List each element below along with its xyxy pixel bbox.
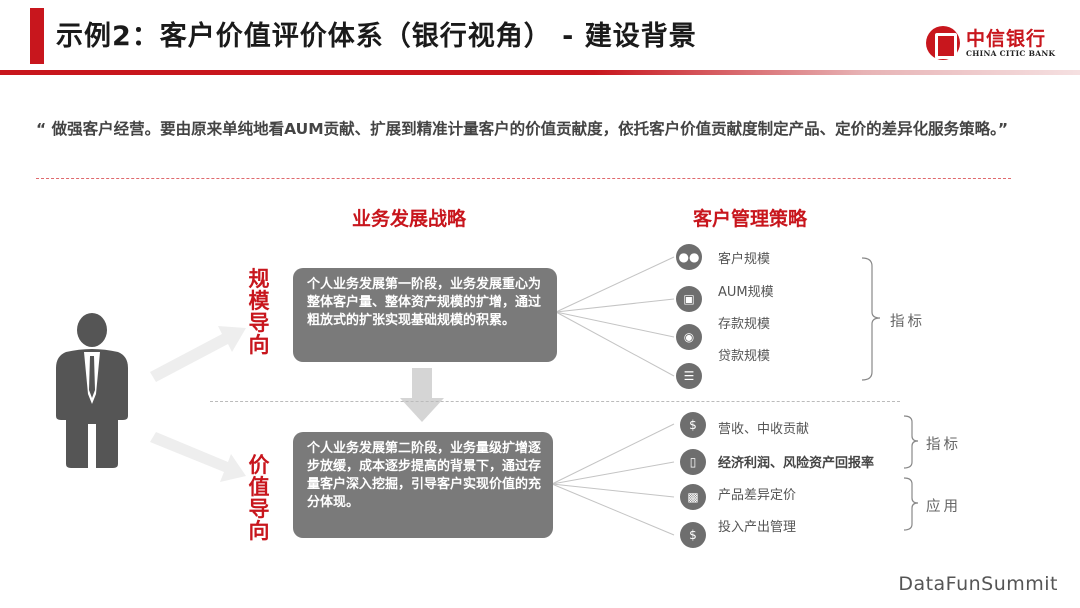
stage-divider (210, 401, 900, 402)
money-bag-icon: $ (680, 412, 706, 438)
strategy-quote: “ 做强客户经营。要由原来单纯地看AUM贡献、扩展到精准计量客户的价值贡献度，依… (36, 120, 1009, 138)
fan-lines-scale (555, 256, 675, 377)
value-orientation-label: 价 值 导 向 (246, 454, 272, 542)
header-divider (0, 70, 1080, 75)
metric-customer-scale: 客户规模 (718, 252, 771, 267)
customer-strategy-heading: 客户管理策略 (693, 208, 808, 230)
bar-chart-icon: ▩ (680, 484, 706, 510)
logo-chinese-name: 中信银行 (966, 28, 1047, 50)
people-icon: ●● (676, 244, 702, 270)
arrow-to-value (150, 432, 246, 482)
metric-deposit-scale: 存款规模 (718, 317, 771, 332)
value-label-char: 价 (248, 453, 270, 477)
arrow-to-scale (150, 326, 246, 382)
scale-label-char: 规 (248, 267, 270, 291)
bank-logo: 中信银行 CHINA CITIC BANK (926, 24, 1066, 64)
mobile-chart-icon: ▯ (680, 449, 706, 475)
scale-orientation-label: 规 模 导 向 (246, 268, 272, 356)
arrow-stage-down (400, 368, 444, 422)
scale-label-char: 导 (248, 311, 270, 335)
business-strategy-heading: 业务发展战略 (352, 208, 467, 230)
brackets (861, 257, 919, 531)
fan-lines-value (551, 423, 675, 536)
document-icon: ☰ (676, 363, 702, 389)
logo-english-name: CHINA CITIC BANK (966, 49, 1056, 58)
scale-label-char: 向 (248, 333, 270, 357)
customer-person-icon (56, 313, 128, 468)
value-application-label: 应用 (926, 499, 961, 515)
value-label-char: 值 (248, 475, 270, 499)
application-product-pricing: 产品差异定价 (718, 488, 797, 503)
stage-two-box: 个人业务发展第二阶段，业务量级扩增逐步放缓，成本逐步提高的背景下，通过存量客户深… (293, 432, 553, 538)
value-label-char: 导 (248, 497, 270, 521)
safe-icon: ▣ (676, 286, 702, 312)
stage-one-box: 个人业务发展第一阶段，业务发展重心为整体客户量、整体资产规模的扩增，通过粗放式的… (293, 268, 557, 362)
header-accent-bar (30, 8, 44, 64)
coin-bag-icon: $ (680, 522, 706, 548)
metric-aum-scale: AUM规模 (718, 285, 774, 300)
value-label-char: 向 (248, 519, 270, 543)
metric-revenue-contribution: 营收、中收贡献 (718, 422, 810, 437)
piggy-bank-icon: ◉ (676, 324, 702, 350)
scale-label-char: 模 (248, 289, 270, 313)
value-metrics-label: 指标 (926, 437, 961, 453)
scale-metrics-label: 指标 (890, 314, 925, 330)
footer-watermark: DataFunSummit (898, 573, 1058, 595)
quote-divider (36, 178, 1011, 179)
page-title: 示例2：客户价值评价体系（银行视角） - 建设背景 (56, 21, 697, 52)
citic-logo-icon (926, 26, 960, 60)
metric-economic-profit: 经济利润、风险资产回报率 (718, 456, 875, 471)
application-input-output: 投入产出管理 (718, 520, 797, 535)
metric-loan-scale: 贷款规模 (718, 349, 771, 364)
